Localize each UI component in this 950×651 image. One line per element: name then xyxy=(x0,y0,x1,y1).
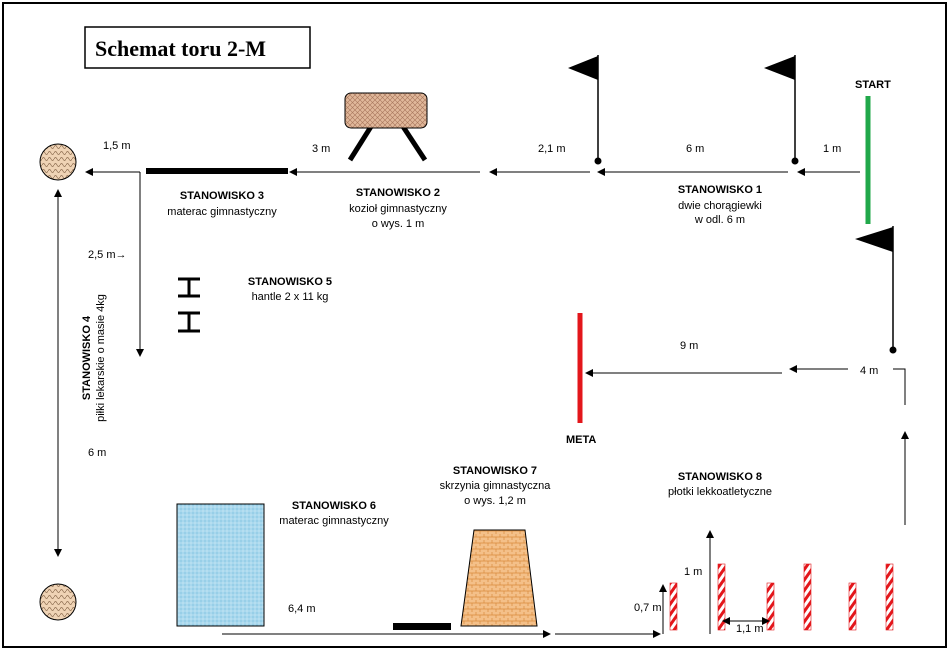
distance-label: 1 m xyxy=(823,143,841,155)
station-7-name: STANOWISKO 7 xyxy=(453,465,537,477)
hurdle-icon xyxy=(669,582,678,631)
distance-label: 6 m xyxy=(88,447,106,459)
station-5-name: STANOWISKO 5 xyxy=(248,276,332,288)
medicine-ball-icon xyxy=(39,583,77,621)
station-8-desc: płotki lekkoatletyczne xyxy=(668,486,772,498)
mat-icon xyxy=(146,168,288,174)
distance-label: 3 m xyxy=(312,143,330,155)
flag-icon xyxy=(764,55,799,165)
distance-label: 9 m xyxy=(680,340,698,352)
mat-icon xyxy=(176,503,265,627)
station-3-desc: materac gimnastyczny xyxy=(167,206,277,218)
hurdle-icon xyxy=(848,582,857,631)
station-7-desc: o wys. 1,2 m xyxy=(464,495,526,507)
station-4-name: STANOWISKO 4 xyxy=(81,315,93,400)
distance-label: 6,4 m xyxy=(288,603,316,615)
station-1-name: STANOWISKO 1 xyxy=(678,184,762,196)
distance-label: 1 m xyxy=(684,566,702,578)
title-box xyxy=(84,26,311,69)
station-6-name: STANOWISKO 6 xyxy=(292,500,376,512)
hurdle-icon xyxy=(885,563,894,631)
finish-label: META xyxy=(566,434,596,446)
flag-icon xyxy=(855,226,897,354)
station-5-desc: hantle 2 x 11 kg xyxy=(252,291,329,303)
vaulting-buck-icon xyxy=(344,92,428,162)
station-2-desc: kozioł gimnastyczny xyxy=(349,203,447,215)
station-2-name: STANOWISKO 2 xyxy=(356,187,440,199)
dumbbell-icon xyxy=(178,277,200,298)
medicine-ball-icon xyxy=(39,143,77,181)
station-6-desc: materac gimnastyczny xyxy=(279,515,389,527)
hurdle-icon xyxy=(803,563,812,631)
distance-label: 1,5 m xyxy=(103,140,131,152)
distance-label: 2,1 m xyxy=(538,143,566,155)
hurdle-icon xyxy=(717,563,726,631)
distance-label: 0,7 m xyxy=(634,602,662,614)
mat-icon xyxy=(393,623,451,630)
flag-icon xyxy=(568,55,602,165)
vaulting-box-icon xyxy=(460,529,538,627)
station-4-desc: piłki lekarskie o masie 4kg xyxy=(95,294,107,422)
station-1-desc: dwie chorągiewki xyxy=(678,200,762,212)
station-7-desc: skrzynia gimnastyczna xyxy=(440,480,552,492)
station-1-desc: w odl. 6 m xyxy=(694,214,745,226)
distance-label: 4 m xyxy=(860,365,878,377)
distance-label: 6 m xyxy=(686,143,704,155)
station-3-name: STANOWISKO 3 xyxy=(180,190,264,202)
hurdle-icon xyxy=(766,582,775,631)
dumbbell-icon xyxy=(178,311,200,333)
page-title: Schemat toru 2-M xyxy=(95,36,266,61)
station-8-name: STANOWISKO 8 xyxy=(678,471,762,483)
distance-label: 2,5 m→ xyxy=(88,249,127,261)
start-label: START xyxy=(855,79,891,91)
distance-label: 1,1 m xyxy=(736,623,764,635)
path-line xyxy=(893,368,906,405)
station-2-desc: o wys. 1 m xyxy=(372,218,425,230)
